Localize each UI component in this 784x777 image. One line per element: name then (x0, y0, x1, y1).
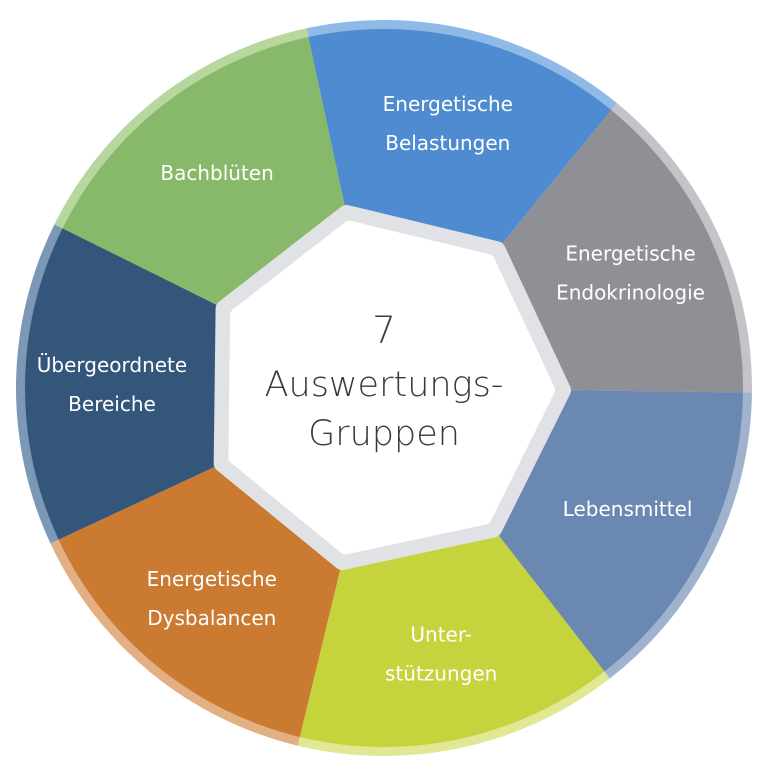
segment-fill-uebergeordnete-bereiche (25, 228, 385, 540)
segment-label-line: Übergeordnete (37, 353, 187, 377)
center-number: 7 (372, 309, 396, 352)
center-title-line1: Auswertungs- (265, 365, 504, 405)
center-hub: 7 Auswertungs- Gruppen (213, 204, 571, 571)
segment-label-line: Unter- (410, 622, 472, 646)
segment-label-line: Bereiche (68, 392, 156, 416)
segment-label-lebensmittel: Lebensmittel (563, 497, 693, 521)
segment-label-unterstuetzungen: Unter-stützungen (385, 622, 497, 685)
segment-label-line: Energetische (565, 242, 695, 266)
segment-label-line: Belastungen (385, 131, 510, 155)
segment-label-line: Endokrinologie (556, 281, 705, 305)
hub-fill (228, 220, 555, 555)
segment-label-line: Lebensmittel (563, 497, 693, 521)
segment-label-bachblueten: Bachblüten (160, 161, 273, 185)
segment-label-line: Energetische (147, 567, 277, 591)
center-title-line2: Gruppen (308, 414, 460, 454)
segment-label-line: stützungen (385, 661, 497, 685)
segment-label-line: Energetische (383, 92, 513, 116)
segment-label-line: Dysbalancen (147, 606, 276, 630)
segment-label-line: Bachblüten (160, 161, 273, 185)
